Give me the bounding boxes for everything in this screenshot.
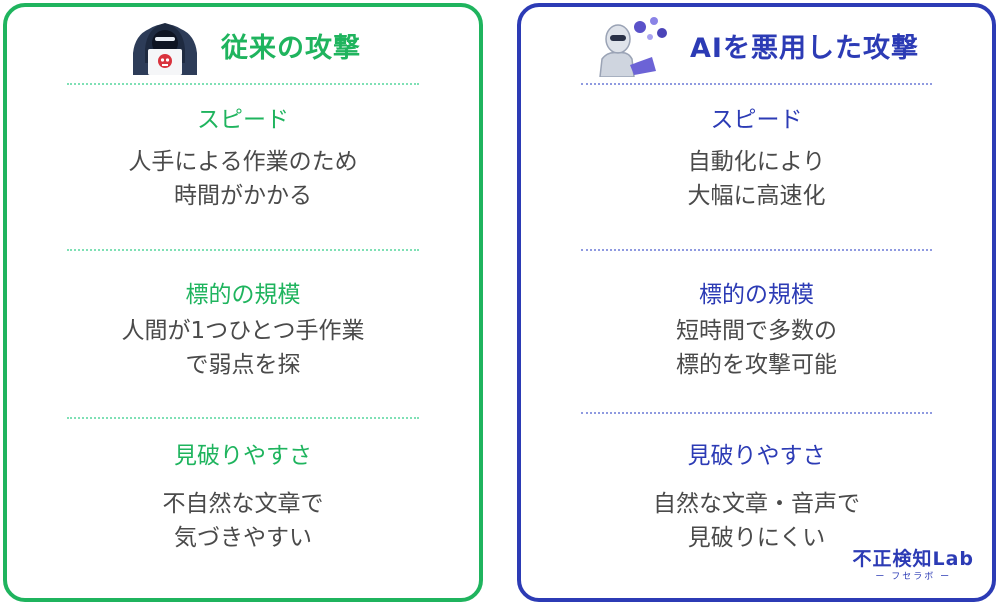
hacker-icon [125,13,205,77]
body-line: 人間が1つひとつ手作業 [121,318,365,344]
section-title: 見破りやすさ [687,443,826,469]
section-body: 自然な文章・音声で 見破りにくい [521,487,992,555]
body-line: で弱点を探 [185,352,301,378]
body-line: 時間がかかる [174,183,312,209]
section-title: 標的の規模 [185,282,301,308]
body-line: 大幅に高速化 [687,183,826,209]
divider [581,412,932,414]
section-title: 標的の規模 [699,282,814,308]
ai-robot-icon [594,13,674,78]
panel-title: AIを悪用した攻撃 [690,32,919,64]
divider [581,83,932,85]
section-body: 人間が1つひとつ手作業 で弱点を探 [7,314,479,382]
divider [67,417,419,419]
speed-section: スピード 自動化により 大幅に高速化 [521,105,992,213]
body-line: 標的を攻撃可能 [676,352,837,378]
body-line: 人手による作業のため [128,149,358,175]
section-title: 見破りやすさ [174,443,312,469]
body-line: 自然な文章・音声で [653,491,860,517]
panel-title: 従来の攻撃 [221,32,361,64]
body-line: 自動化により [687,149,826,175]
section-body: 自動化により 大幅に高速化 [521,145,992,213]
divider [581,249,932,251]
ai-attack-panel: AIを悪用した攻撃 スピード 自動化により 大幅に高速化 標的の規模 短時間で多… [517,3,996,602]
scale-section: 標的の規模 人間が1つひとつ手作業 で弱点を探 [7,280,479,382]
section-title: スピード [710,107,803,133]
detectability-section: 見破りやすさ 自然な文章・音声で 見破りにくい [521,441,992,555]
panel-header: 従来の攻撃 [7,13,479,77]
scale-section: 標的の規模 短時間で多数の 標的を攻撃可能 [521,280,992,382]
panel-header: AIを悪用した攻撃 [521,13,992,78]
section-body: 短時間で多数の 標的を攻撃可能 [521,314,992,382]
logo-sub-text: ー フセラボ ー [875,572,952,582]
body-line: 見破りにくい [687,525,826,551]
section-body: 人手による作業のため 時間がかかる [7,145,479,213]
speed-section: スピード 人手による作業のため 時間がかかる [7,105,479,213]
detectability-section: 見破りやすさ 不自然な文章で 気づきやすい [7,441,479,555]
section-title: スピード [197,107,289,133]
traditional-attack-panel: 従来の攻撃 スピード 人手による作業のため 時間がかかる 標的の規模 人間が1つ… [3,3,483,602]
body-line: 短時間で多数の [676,318,837,344]
body-line: 気づきやすい [174,525,312,551]
body-line: 不自然な文章で [162,491,324,517]
divider [67,83,419,85]
section-body: 不自然な文章で 気づきやすい [7,487,479,555]
divider [67,249,419,251]
brand-logo: 不正検知Lab ー フセラボ ー [852,544,974,582]
logo-main-text: 不正検知Lab [852,548,974,570]
